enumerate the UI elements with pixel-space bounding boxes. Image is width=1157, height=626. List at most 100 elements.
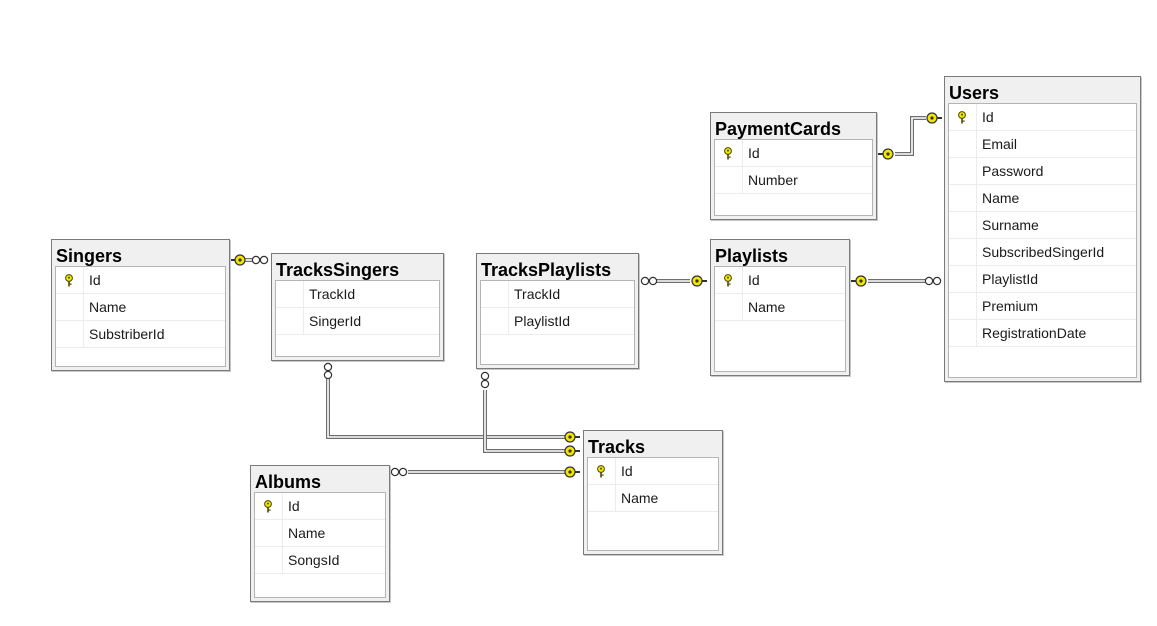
- key-connector-icon: [230, 254, 246, 266]
- key-connector-icon: [851, 275, 867, 287]
- row-selector: [949, 158, 977, 184]
- column-name: SingerId: [309, 313, 362, 329]
- table-row[interactable]: Surname: [949, 212, 1136, 239]
- row-selector: [481, 281, 509, 307]
- table-title: PaymentCards: [715, 119, 842, 139]
- column-name: Id: [288, 498, 300, 514]
- column-name: SubscribedSingerId: [982, 244, 1105, 260]
- infinity-icon: [251, 255, 269, 265]
- column-name: RegistrationDate: [982, 325, 1087, 341]
- column-name: SongsId: [288, 552, 340, 568]
- table-row[interactable]: SingerId: [276, 308, 439, 335]
- row-selector: [56, 294, 84, 320]
- table-row[interactable]: TrackId: [481, 281, 634, 308]
- column-name: Name: [748, 299, 786, 315]
- infinity-icon: [480, 371, 490, 389]
- table-title: Tracks: [588, 437, 646, 457]
- column-name: Name: [621, 490, 659, 506]
- table-row[interactable]: SongsId: [255, 547, 385, 574]
- row-selector: [255, 493, 283, 519]
- rel-trackssingers-tracks[interactable]: [323, 362, 580, 443]
- column-name: SubstriberId: [89, 326, 165, 342]
- row-selector: [255, 520, 283, 546]
- rel-tracksplaylists-tracks[interactable]: [480, 371, 580, 457]
- table-row[interactable]: Id: [255, 493, 385, 520]
- table-row[interactable]: Name: [715, 294, 845, 321]
- table-title: Users: [949, 83, 1000, 103]
- infinity-icon: [924, 276, 942, 286]
- key-connector-icon: [564, 431, 580, 443]
- table-row[interactable]: Name: [255, 520, 385, 547]
- row-selector: [255, 547, 283, 573]
- table-row[interactable]: RegistrationDate: [949, 320, 1136, 347]
- row-selector: [949, 266, 977, 292]
- key-connector-icon: [691, 275, 707, 287]
- row-selector: [276, 308, 304, 334]
- table-row[interactable]: Email: [949, 131, 1136, 158]
- row-selector: [949, 185, 977, 211]
- column-name: Number: [748, 172, 798, 188]
- column-name: PlaylistId: [982, 271, 1039, 287]
- row-selector: [949, 320, 977, 346]
- row-selector: [56, 267, 84, 293]
- column-name: Premium: [982, 298, 1039, 314]
- rel-playlists-users[interactable]: [851, 275, 942, 287]
- row-selector: [481, 308, 509, 334]
- key-icon: [724, 147, 732, 160]
- column-name: TrackId: [514, 286, 561, 302]
- table-row[interactable]: PlaylistId: [481, 308, 634, 335]
- column-name: Name: [288, 525, 326, 541]
- rel-paymentcards-users[interactable]: [878, 112, 942, 160]
- table-row[interactable]: TrackId: [276, 281, 439, 308]
- table-row[interactable]: Number: [715, 167, 872, 194]
- row-selector: [715, 294, 743, 320]
- table-row[interactable]: Id: [588, 458, 718, 485]
- key-connector-icon: [564, 445, 580, 457]
- key-icon: [597, 465, 605, 478]
- table-title: Albums: [255, 472, 322, 492]
- table-row[interactable]: SubscribedSingerId: [949, 239, 1136, 266]
- table-row[interactable]: Name: [56, 294, 225, 321]
- row-selector: [949, 104, 977, 130]
- infinity-icon: [640, 276, 658, 286]
- table-row[interactable]: Id: [56, 267, 225, 294]
- row-selector: [949, 131, 977, 157]
- column-name: Id: [621, 463, 633, 479]
- row-selector: [715, 267, 743, 293]
- rel-albums-tracks[interactable]: [390, 466, 580, 478]
- table-row[interactable]: Password: [949, 158, 1136, 185]
- column-name: Email: [982, 136, 1018, 152]
- table-row[interactable]: PlaylistId: [949, 266, 1136, 293]
- key-connector-icon: [564, 466, 580, 478]
- table-row[interactable]: SubstriberId: [56, 321, 225, 348]
- rel-tracksplaylists-playlists[interactable]: [640, 275, 707, 287]
- row-selector: [949, 293, 977, 319]
- table-row[interactable]: Premium: [949, 293, 1136, 320]
- row-selector: [949, 239, 977, 265]
- table-row[interactable]: Name: [949, 185, 1136, 212]
- table-title: Singers: [56, 246, 123, 266]
- row-selector: [588, 458, 616, 484]
- rel-singers-trackssingers[interactable]: [230, 254, 269, 266]
- table-row[interactable]: Id: [715, 267, 845, 294]
- table-row[interactable]: Id: [949, 104, 1136, 131]
- column-name: Name: [982, 190, 1020, 206]
- table-row[interactable]: Id: [715, 140, 872, 167]
- column-name: Name: [89, 299, 127, 315]
- column-name: TrackId: [309, 286, 356, 302]
- key-icon: [65, 274, 73, 287]
- table-row[interactable]: Name: [588, 485, 718, 512]
